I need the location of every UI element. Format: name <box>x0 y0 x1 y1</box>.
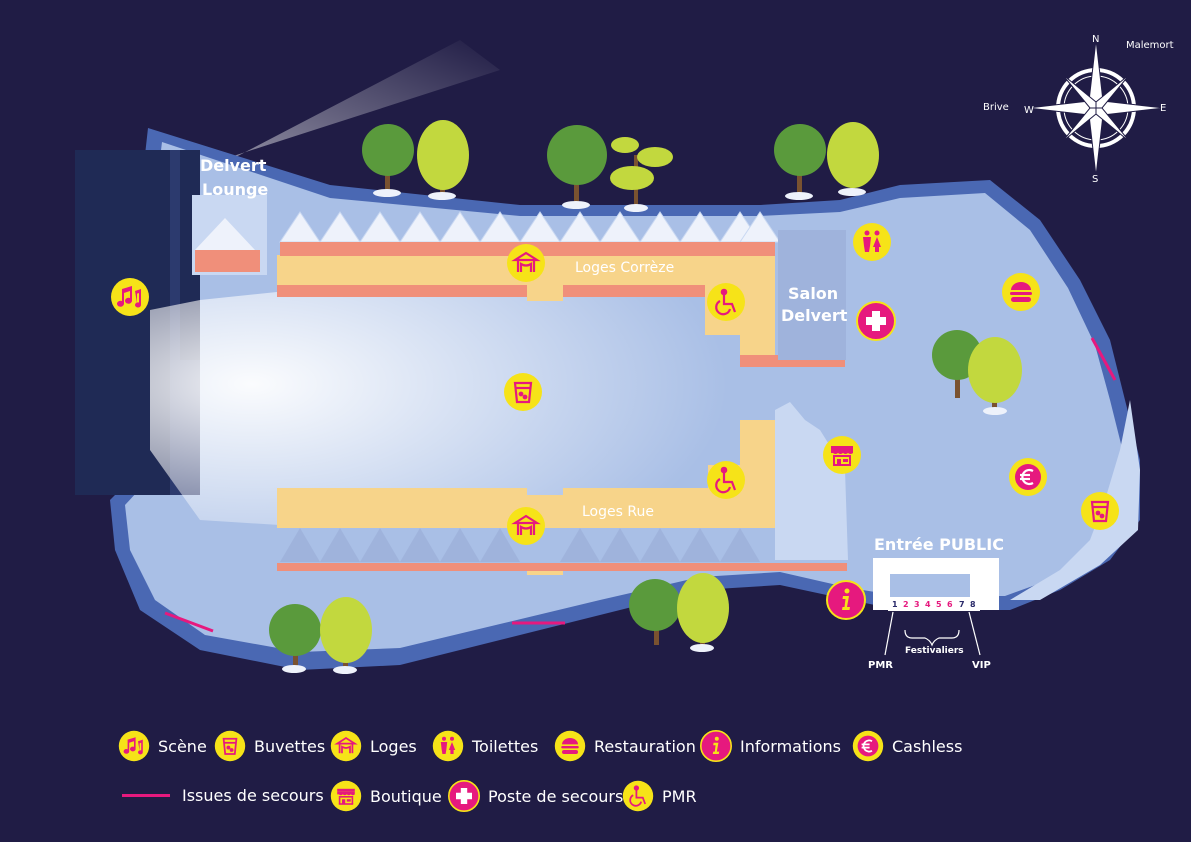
loges-correze-label: Loges Corrèze <box>575 260 675 276</box>
legend-label: Scène <box>158 736 207 756</box>
gate-number: 6 <box>947 600 953 609</box>
legend-informations: Informations <box>700 730 841 762</box>
legend-label: PMR <box>662 786 697 806</box>
loges-rue-label: Loges Rue <box>582 504 654 520</box>
salon-delvert-building <box>778 230 846 360</box>
first-aid-cross-icon[interactable] <box>856 301 896 341</box>
legend-label: Loges <box>370 736 417 756</box>
wheelchair-icon[interactable] <box>706 460 746 500</box>
shop-icon[interactable] <box>822 435 862 475</box>
legend-loges: Loges <box>330 730 417 762</box>
pmr-gate-label: PMR <box>868 660 893 671</box>
legend-label: Toilettes <box>472 736 539 756</box>
tents-right <box>1010 400 1140 600</box>
music-notes-icon <box>118 730 150 762</box>
legend-cashless: Cashless <box>852 730 962 762</box>
restroom-icon[interactable] <box>852 222 892 262</box>
city-malemort: Malemort <box>1126 40 1174 51</box>
festivaliers-gate-label: Festivaliers <box>905 646 964 656</box>
salon-delvert-label-2: Delvert <box>781 306 848 325</box>
legend-restauration: Restauration <box>554 730 696 762</box>
light-beam-sky <box>190 40 500 170</box>
legend-label: Issues de secours <box>182 786 324 805</box>
tent-icon[interactable] <box>506 243 546 283</box>
burger-icon[interactable] <box>1001 272 1041 312</box>
gate-number: 3 <box>914 600 920 609</box>
legend-boutique: Boutique <box>330 780 442 812</box>
gate-number: 8 <box>970 600 976 609</box>
legend-label: Boutique <box>370 786 442 806</box>
compass-east: E <box>1160 103 1167 114</box>
wheelchair-icon[interactable] <box>706 282 746 322</box>
entrance-structure <box>873 558 999 611</box>
legend-toilettes: Toilettes <box>432 730 538 762</box>
legend-issues-de-secours: Issues de secours <box>122 786 324 805</box>
delvert-lounge-label-2: Lounge <box>202 180 269 199</box>
delvert-lounge-label-1: Delvert <box>200 156 267 175</box>
first-aid-cross-icon <box>448 780 480 812</box>
wheelchair-icon <box>622 780 654 812</box>
gate-number: 2 <box>903 600 909 609</box>
euro-icon <box>852 730 884 762</box>
music-notes-icon[interactable] <box>110 277 150 317</box>
legend-label: Buvettes <box>254 736 326 756</box>
gate-number: 1 <box>892 600 898 609</box>
gate-number: 7 <box>959 600 965 609</box>
emergency-exit-line <box>122 794 170 797</box>
light-beam-ground <box>150 240 830 560</box>
trees <box>269 120 1022 674</box>
legend-poste-de-secours: Poste de secours <box>448 780 623 812</box>
compass-west: W <box>1024 105 1034 116</box>
salon-delvert-label-1: Salon <box>788 284 839 303</box>
emergency-exit-3 <box>1090 337 1117 381</box>
entree-public-label: Entrée PUBLIC <box>874 535 1004 554</box>
tent-icon[interactable] <box>506 506 546 546</box>
cup-icon[interactable] <box>503 372 543 412</box>
legend-scene: Scène <box>118 730 207 762</box>
compass-north: N <box>1092 34 1100 45</box>
gate-number: 5 <box>936 600 942 609</box>
cup-icon[interactable] <box>1080 491 1120 531</box>
legend-label: Restauration <box>594 736 696 756</box>
legend-buvettes: Buvettes <box>214 730 325 762</box>
cup-icon <box>214 730 246 762</box>
restroom-icon <box>432 730 464 762</box>
legend-label: Cashless <box>892 736 963 756</box>
shop-icon <box>330 780 362 812</box>
gate-number: 4 <box>925 600 931 609</box>
emergency-exit-1 <box>164 611 214 633</box>
vip-gate-label: VIP <box>972 660 991 671</box>
info-icon <box>700 730 732 762</box>
burger-icon <box>554 730 586 762</box>
legend-label: Informations <box>740 736 841 756</box>
city-brive: Brive <box>983 102 1009 113</box>
compass-rose-icon <box>1027 39 1165 177</box>
legend-label: Poste de secours <box>488 786 624 806</box>
tent-icon <box>330 730 362 762</box>
euro-icon[interactable] <box>1008 457 1048 497</box>
info-icon[interactable] <box>826 580 866 620</box>
legend-pmr: PMR <box>622 780 697 812</box>
compass-south: S <box>1092 174 1099 185</box>
